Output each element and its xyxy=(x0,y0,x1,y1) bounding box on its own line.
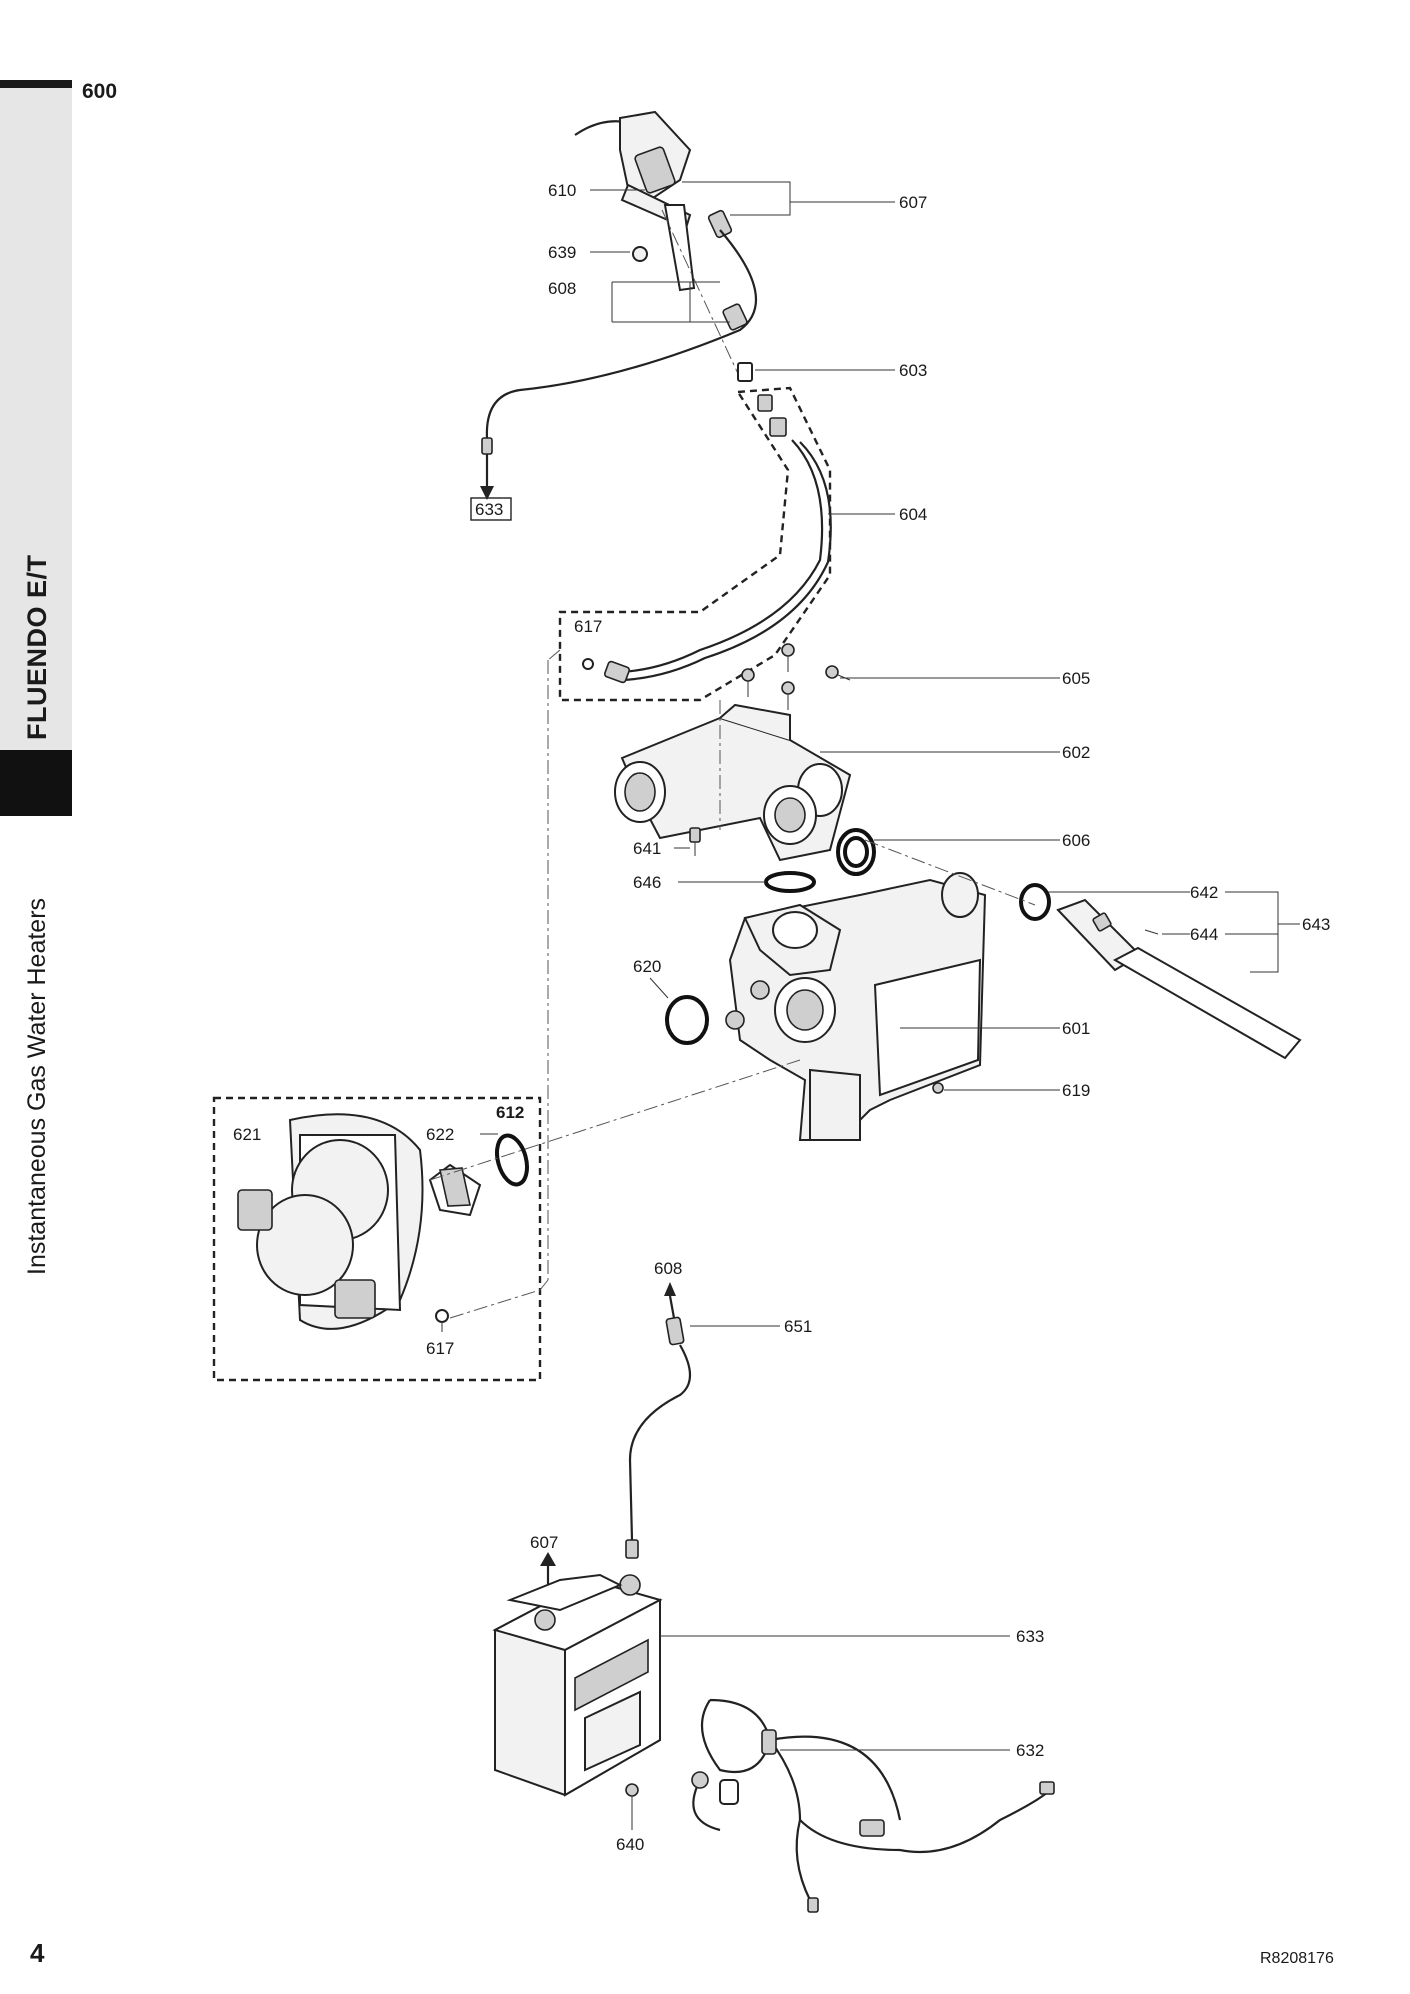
callout-633-box-label: 633 xyxy=(1016,1627,1044,1646)
page-number: 4 xyxy=(30,1938,45,1968)
sidebar-top-rule xyxy=(0,80,72,88)
callout-644: 644 xyxy=(1190,925,1218,944)
callout-622: 622 xyxy=(426,1125,454,1144)
pilot-tube-group xyxy=(547,362,832,702)
ignition-box-633 xyxy=(492,1552,663,1797)
callout-labels: 610 607 639 608 603 604 633 617 605 602 … xyxy=(233,181,1330,1854)
callout-605: 605 xyxy=(1062,669,1090,688)
callout-606: 606 xyxy=(1062,831,1090,850)
manifold-602 xyxy=(614,703,852,862)
callout-603: 603 xyxy=(899,361,927,380)
section-number: 600 xyxy=(82,80,118,103)
callout-610: 610 xyxy=(548,181,576,200)
callout-604: 604 xyxy=(899,505,927,524)
oring-646 xyxy=(764,871,816,893)
callout-607-pilot: 607 xyxy=(899,193,927,212)
sidebar-lower xyxy=(0,816,72,1994)
gasket-606-inner xyxy=(843,836,869,868)
sidebar-marker xyxy=(0,750,72,816)
oring-642 xyxy=(1019,883,1051,921)
callout-617-bottom: 617 xyxy=(426,1339,454,1358)
callout-601: 601 xyxy=(1062,1019,1090,1038)
gasket-606 xyxy=(836,828,876,876)
screw-641 xyxy=(689,827,701,856)
sidebar-panel xyxy=(0,80,72,750)
screw-640 xyxy=(625,1783,639,1815)
pilot-burner-assembly xyxy=(480,110,758,500)
callout-633-box xyxy=(470,497,512,521)
wiring-harness-632 xyxy=(691,1698,1055,1913)
callout-642: 642 xyxy=(1190,883,1218,902)
callout-617-top: 617 xyxy=(574,617,602,636)
center-lines xyxy=(429,660,1036,1291)
callout-621: 621 xyxy=(233,1125,261,1144)
leader-lines xyxy=(441,181,1300,1830)
reference-code: R8208176 xyxy=(1260,1950,1334,1967)
callout-619: 619 xyxy=(1062,1081,1090,1100)
callout-632: 632 xyxy=(1016,1741,1044,1760)
thermocouple-651 xyxy=(625,1282,692,1559)
callout-640: 640 xyxy=(616,1835,644,1854)
callout-639: 639 xyxy=(548,243,576,262)
callout-633-pilot: 633 xyxy=(475,500,503,519)
screws-605 xyxy=(741,643,851,710)
oring-620 xyxy=(665,995,709,1045)
rod-643 xyxy=(1056,898,1302,1060)
callout-646: 646 xyxy=(633,873,661,892)
regulator-group-612 xyxy=(212,1096,542,1382)
callout-602: 602 xyxy=(1062,743,1090,762)
callout-643: 643 xyxy=(1302,915,1330,934)
callout-651: 651 xyxy=(784,1317,812,1336)
gas-valve-601 xyxy=(725,872,987,1141)
callout-607-box: 607 xyxy=(530,1533,558,1552)
callout-620: 620 xyxy=(633,957,661,976)
callout-612: 612 xyxy=(496,1103,524,1122)
callout-641: 641 xyxy=(633,839,661,858)
callout-608-thermo: 608 xyxy=(654,1259,682,1278)
callout-608-pilot: 608 xyxy=(548,279,576,298)
